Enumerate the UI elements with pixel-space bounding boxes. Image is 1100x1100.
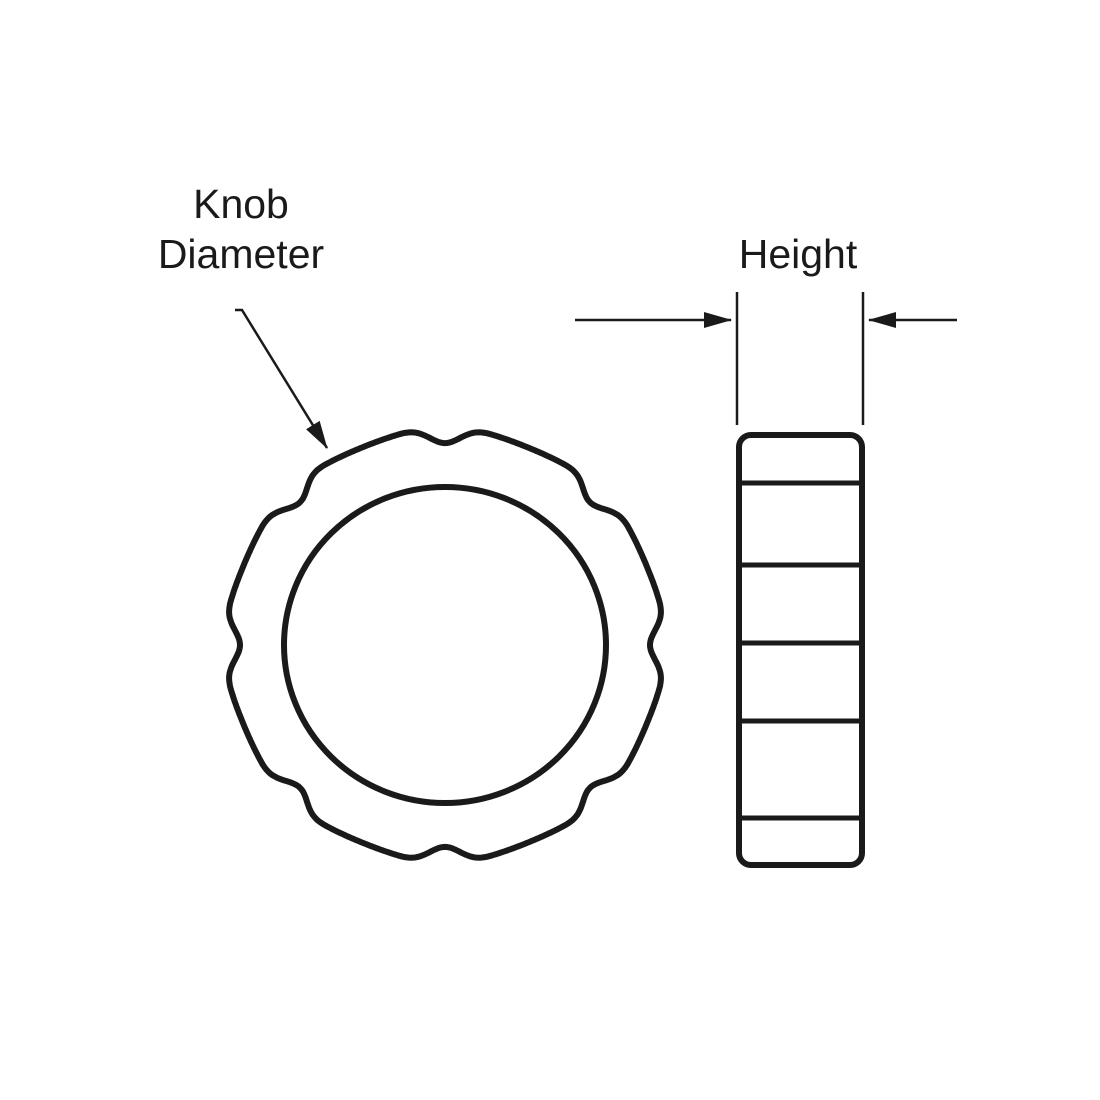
knob-side-view [736,432,865,868]
side-view-ridges [739,480,862,821]
height-label: Height [739,231,858,277]
knob-inner-face [281,484,609,806]
diameter-leader-arrow [235,308,329,449]
knob-diameter-label-line1: Knob [193,181,289,227]
knob-diameter-label-line2: Diameter [158,231,324,277]
knob-outer-profile [226,429,664,861]
